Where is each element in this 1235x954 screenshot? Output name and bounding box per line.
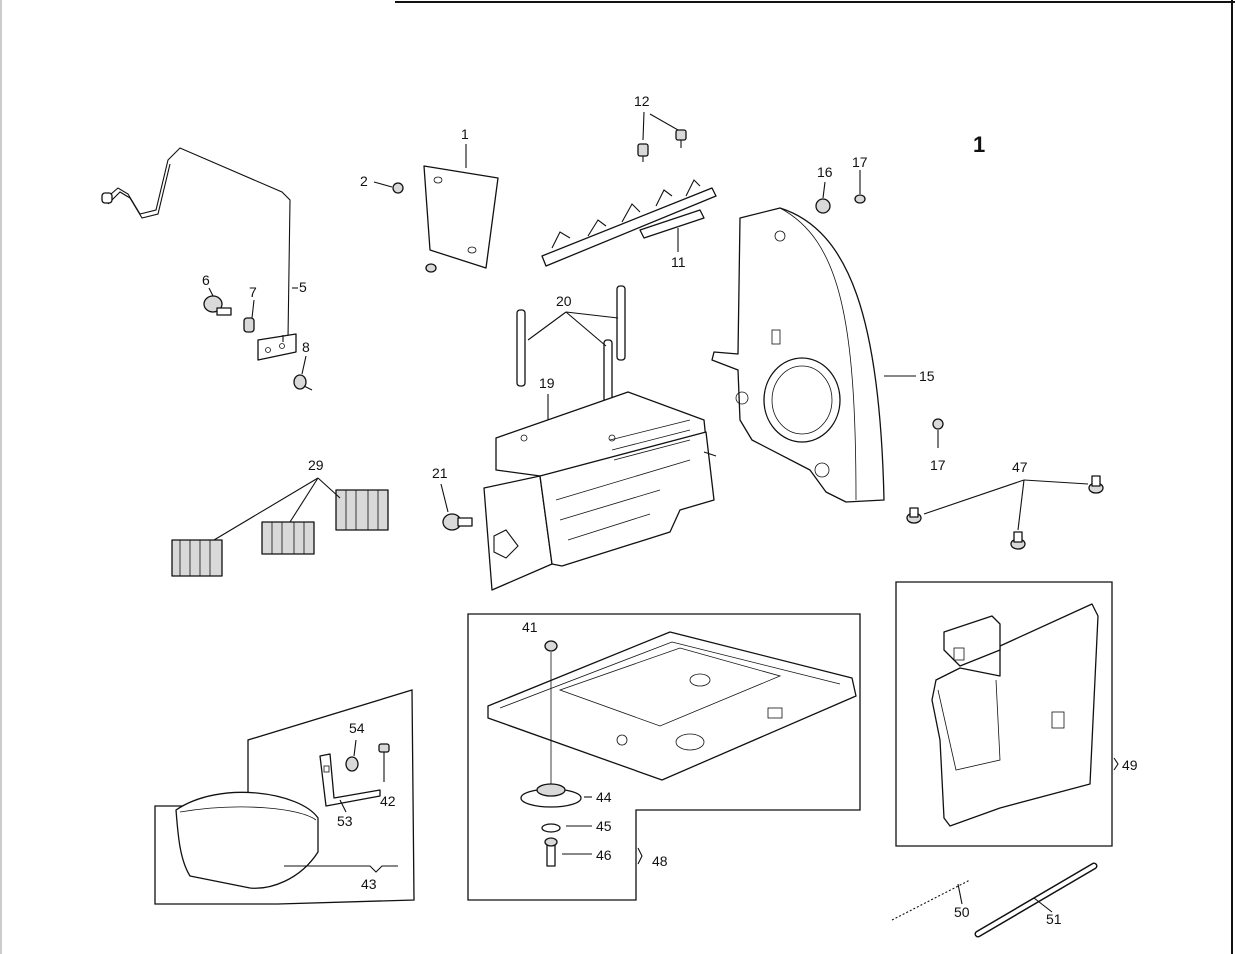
callout-49: 49 [1122, 757, 1138, 773]
callout-20: 20 [556, 293, 572, 309]
part-29-feet [171, 477, 389, 577]
callout-46: 46 [596, 847, 612, 863]
part-51-rod [974, 862, 1098, 938]
callout-7: 7 [249, 284, 257, 300]
callout-2: 2 [360, 173, 368, 189]
part-21-screw [440, 483, 473, 531]
callout-54: 54 [349, 720, 365, 736]
callout-50: 50 [954, 904, 970, 920]
callout-42: 42 [380, 793, 396, 809]
part-12-screws [637, 111, 687, 162]
plate-number: 1 [973, 132, 985, 157]
callout-44: 44 [596, 789, 612, 805]
part-2-screw [373, 181, 437, 273]
callout-16: 16 [817, 164, 833, 180]
callout-6: 6 [202, 272, 210, 288]
callout-21: 21 [432, 465, 448, 481]
part-15-side-cover [711, 207, 916, 503]
callout-43: 43 [361, 876, 377, 892]
callout-17-top: 17 [852, 154, 868, 170]
group-48-box [467, 613, 861, 901]
callout-5: 5 [299, 279, 307, 295]
callout-47: 47 [1012, 459, 1028, 475]
part-7-washer [243, 299, 255, 333]
callout-45: 45 [596, 818, 612, 834]
callout-19: 19 [539, 375, 555, 391]
callout-17-bottom: 17 [930, 457, 946, 473]
part-8-screw [293, 355, 313, 391]
callout-11: 11 [671, 254, 686, 270]
part-11-rail [541, 179, 717, 267]
callout-53: 53 [337, 813, 353, 829]
part-20-rods [516, 285, 626, 413]
part-19-base-frame [483, 391, 717, 591]
part-1-face-plate [423, 144, 499, 269]
part-16-screw [815, 181, 831, 214]
part-47-screws [906, 475, 1104, 550]
callout-12: 12 [634, 93, 650, 109]
group-43-box [154, 689, 415, 905]
group-49-box [895, 581, 1119, 847]
callout-29: 29 [308, 457, 324, 473]
callout-15: 15 [919, 368, 935, 384]
callout-1: 1 [461, 126, 469, 142]
callout-51: 51 [1046, 911, 1062, 927]
callout-8: 8 [302, 339, 310, 355]
part-17-screws [854, 170, 944, 448]
callout-48: 48 [652, 853, 668, 869]
callout-41: 41 [522, 619, 538, 635]
part-50-spring [891, 879, 971, 921]
part-5-thread-guide-wire [101, 147, 298, 361]
callout-labels: 1 2 5 6 7 8 11 12 15 16 17 17 19 20 21 2… [202, 93, 1138, 927]
part-6-screw [203, 287, 232, 316]
